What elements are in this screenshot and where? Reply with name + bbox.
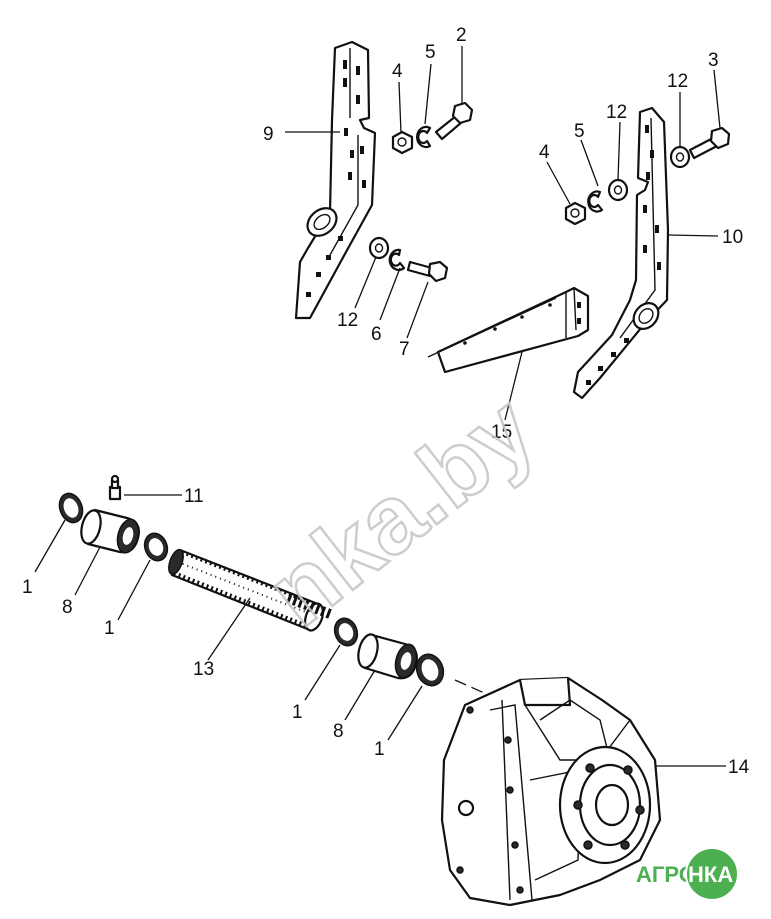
coupling-sleeve-part-8-right	[357, 633, 418, 680]
gearbox-part-14	[440, 676, 662, 907]
leader-lines	[34, 46, 726, 767]
callout-14: 14	[728, 757, 750, 778]
lock-washer-part-6	[388, 248, 406, 271]
snap-ring-part-1-right	[415, 653, 445, 687]
support-bar-part-15	[427, 286, 590, 374]
bolt-part-2	[434, 101, 474, 141]
callout-12-right-upper: 12	[667, 71, 688, 92]
callout-1-center-right: 1	[292, 702, 303, 723]
callout-1-center-left: 1	[104, 618, 115, 639]
snap-ring-part-1-center-left	[143, 532, 169, 562]
logo-circle	[685, 847, 739, 901]
washer-part-12-right-upper	[669, 145, 691, 169]
callout-12-lower-left: 12	[337, 310, 358, 331]
callout-3: 3	[708, 50, 719, 71]
bolt-part-3	[688, 126, 731, 160]
lock-washer-part-5-upper-left	[415, 125, 432, 149]
lock-washer-part-5-right	[587, 190, 604, 213]
left-bracket-part-9	[294, 40, 377, 320]
callout-11: 11	[184, 486, 204, 507]
callout-1-right: 1	[374, 739, 385, 760]
callout-5-upper-left: 5	[425, 42, 436, 63]
nut-part-4-upper-left	[391, 130, 414, 155]
watermark-text: nka.by	[248, 375, 554, 647]
callout-7: 7	[399, 339, 410, 360]
callout-12-right-lower: 12	[606, 102, 627, 123]
splined-shaft-part-13	[168, 548, 332, 632]
callout-8-left: 8	[62, 597, 73, 618]
logo-text-right: НКА	[688, 862, 733, 887]
callout-15: 15	[491, 422, 512, 443]
callout-8-right: 8	[333, 721, 344, 742]
snap-ring-part-1-left	[58, 492, 84, 524]
callout-13: 13	[193, 659, 214, 680]
grease-fitting-part-11	[108, 474, 122, 501]
callout-4-right: 4	[539, 142, 550, 163]
callout-5-right: 5	[574, 121, 585, 142]
washer-part-12-lower-left	[368, 236, 390, 260]
coupling-sleeve-part-8-left	[80, 508, 140, 554]
callout-2: 2	[456, 25, 467, 46]
callout-1-left: 1	[22, 577, 33, 598]
right-bracket-part-10	[572, 106, 670, 400]
callout-6: 6	[371, 324, 382, 345]
nut-part-4-right	[564, 201, 587, 226]
callout-10: 10	[722, 227, 743, 248]
callout-4-upper-left: 4	[392, 61, 403, 82]
callout-labels: 9 4 5 2 3 12 12 5 4 10 12 6 7 15 11 1 8 …	[22, 25, 750, 778]
washer-part-12-right-lower	[607, 178, 629, 202]
callout-9: 9	[263, 124, 274, 145]
bolt-part-7	[406, 260, 449, 283]
snap-ring-part-1-center-right	[333, 617, 359, 647]
brand-logo: АГРО НКА	[636, 847, 739, 901]
